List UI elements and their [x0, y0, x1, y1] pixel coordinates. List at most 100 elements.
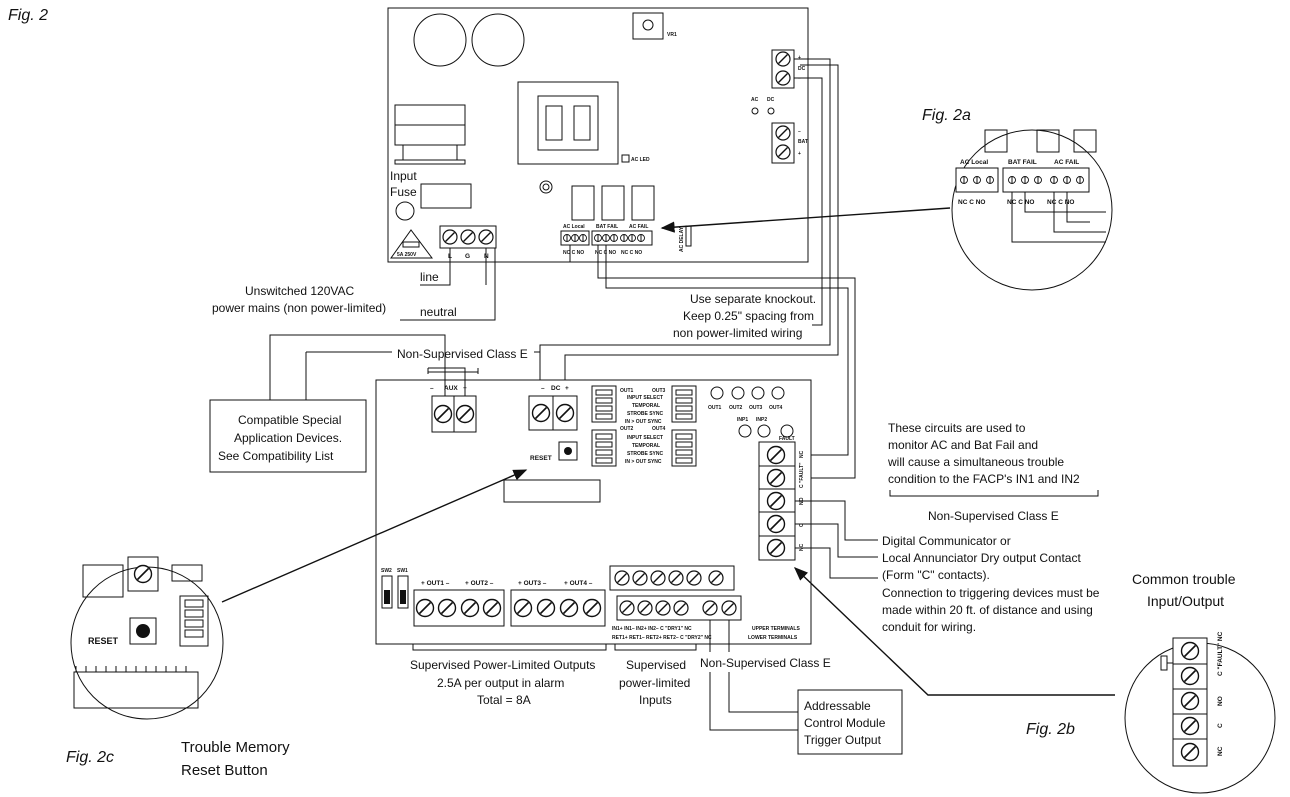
- neutral-label: neutral: [420, 305, 457, 319]
- digital-line5: made within 20 ft. of distance and using: [882, 603, 1093, 617]
- lower-terminals-label: LOWER TERMINALS: [748, 635, 798, 641]
- relay-pins-3: NC C NO: [621, 250, 642, 256]
- main-reset-label: RESET: [530, 455, 552, 462]
- fig2a-pins-3: NC C NO: [1047, 199, 1074, 206]
- dip-text-2c: STROBE SYNC: [627, 451, 664, 457]
- circuits-line3: will cause a simultaneous trouble: [887, 455, 1064, 469]
- lower-bot-row: RET1+ RET1– RET2+ RET2– C "DRY2" NC: [612, 635, 712, 641]
- dip-text-2d: IN > OUT SYNC: [625, 459, 662, 465]
- fault-term-c2: C: [799, 523, 805, 527]
- digital-line2: Local Annunciator Dry output Contact: [882, 551, 1081, 565]
- nonsup-top-label: Non-Supervised Class E: [397, 347, 528, 361]
- trouble-line2: Reset Button: [181, 762, 268, 779]
- inputs-line2: power-limited: [619, 676, 690, 690]
- knockout-line2: Keep 0.25" spacing from: [683, 309, 814, 323]
- upper-terminals-label: UPPER TERMINALS: [752, 626, 800, 632]
- dc-plus: +: [798, 55, 801, 61]
- compat-line3: See Compatibility List: [218, 449, 334, 463]
- ac-led-label: AC LED: [631, 157, 650, 163]
- led-out1: OUT1: [708, 405, 722, 411]
- dip-text-2b: TEMPORAL: [632, 443, 660, 449]
- nonsup-right-label: Non-Supervised Class E: [928, 509, 1059, 523]
- dip-text-1a: INPUT SELECT: [627, 395, 663, 401]
- main-dc-plus: +: [565, 385, 569, 392]
- digital-line3: (Form "C" contacts).: [882, 568, 990, 582]
- fig2a-bat-fail: BAT FAIL: [1008, 159, 1037, 166]
- relay-bat-fail: BAT FAIL: [596, 224, 618, 230]
- nonsup-bottom-label: Non-Supervised Class E: [700, 656, 831, 670]
- digital-line4: Connection to triggering devices must be: [882, 586, 1100, 600]
- outputs-line3: Total = 8A: [477, 693, 531, 707]
- common-line2: Input/Output: [1147, 593, 1224, 609]
- main-dc-label: DC: [551, 385, 561, 392]
- dip-text-1d: IN > OUT SYNC: [625, 419, 662, 425]
- common-line1: Common trouble: [1132, 571, 1236, 587]
- fig2c-reset-label: RESET: [88, 636, 119, 646]
- fig2a-pins-1: NC C NO: [958, 199, 985, 206]
- out2-group: + OUT2 –: [465, 580, 494, 587]
- line-label: line: [420, 270, 439, 284]
- dip-out4: OUT4: [652, 426, 666, 432]
- dc-terminal-label: DC: [798, 66, 806, 72]
- inputs-line1: Supervised: [626, 658, 686, 672]
- aux-minus: –: [430, 385, 434, 392]
- aux-label: AUX: [444, 385, 458, 392]
- addr-line1: Addressable: [804, 699, 871, 713]
- input-label: Input: [390, 169, 417, 183]
- circuits-line4: condition to the FACP's IN1 and IN2: [888, 472, 1080, 486]
- fig2a-pins-2: NC C NO: [1007, 199, 1034, 206]
- fig2-label: Fig. 2: [8, 7, 48, 24]
- mains-line2: power mains (non power-limited): [212, 301, 386, 315]
- outputs-line2: 2.5A per output in alarm: [437, 676, 564, 690]
- dc-led-text: DC: [767, 97, 775, 103]
- lower-top-row: IN1+ IN1– IN2+ IN2– C "DRY1" NC: [612, 626, 692, 632]
- fig2b-label: Fig. 2b: [1026, 721, 1075, 738]
- fig2b-term-2: NO: [1217, 696, 1224, 706]
- led-inp2: INP2: [756, 417, 767, 423]
- knockout-line3: non power-limited wiring: [673, 326, 802, 340]
- digital-line6: conduit for wiring.: [882, 620, 976, 634]
- relay-ac-fail: AC FAIL: [629, 224, 648, 230]
- fuse-rating: 5A 250V: [397, 252, 417, 258]
- led-out3: OUT3: [749, 405, 763, 411]
- ac-delay-label: AC DELAY: [679, 226, 685, 252]
- fig2b-term-4: NC: [1217, 746, 1224, 756]
- led-fault: FAULT: [779, 436, 795, 442]
- sw2-label: SW2: [381, 568, 392, 574]
- fig2a-zoom: AC Local BAT FAIL AC FAIL NC C NO NC C N…: [951, 129, 1113, 291]
- circuits-line2: monitor AC and Bat Fail and: [888, 438, 1038, 452]
- fig2c-label: Fig. 2c: [66, 749, 114, 766]
- mains-line1: Unswitched 120VAC: [245, 284, 355, 298]
- fault-term-nc1: NC: [799, 450, 805, 458]
- dip-out3: OUT3: [652, 388, 666, 394]
- compat-devices-box: [209, 399, 367, 473]
- led-out4: OUT4: [769, 405, 783, 411]
- fig2a-label: Fig. 2a: [922, 107, 971, 124]
- relay-pins-1: NC C NO: [563, 250, 584, 256]
- bat-terminal-label: BAT: [798, 139, 808, 145]
- fault-term-nc2: NC: [799, 543, 805, 551]
- top-power-board: VR1 AC LED AC DC + DC – – BAT +: [387, 7, 809, 263]
- out3-group: + OUT3 –: [518, 580, 547, 587]
- addr-line3: Trigger Output: [804, 733, 882, 747]
- dip-text-2a: INPUT SELECT: [627, 435, 663, 441]
- bat-minus: –: [798, 129, 801, 135]
- out4-group: + OUT4 –: [564, 580, 593, 587]
- dip-out2: OUT2: [620, 426, 634, 432]
- dip-out1: OUT1: [620, 388, 634, 394]
- main-control-board: – AUX + – DC + RESET OUT1 OUT3: [375, 379, 812, 645]
- outputs-line1: Supervised Power-Limited Outputs: [410, 658, 595, 672]
- addressable-module-box: [797, 689, 903, 755]
- inputs-line3: Inputs: [639, 693, 672, 707]
- fig2b-zoom: Common trouble Input/Output C "FAULT" NC…: [1124, 571, 1276, 794]
- relay-ac-local: AC Local: [563, 224, 585, 230]
- fig2c-zoom: RESET: [70, 556, 224, 720]
- dip-text-1c: STROBE SYNC: [627, 411, 664, 417]
- compat-line1: Compatible Special: [238, 413, 341, 427]
- addr-line2: Control Module: [804, 716, 886, 730]
- trouble-line1: Trouble Memory: [181, 739, 290, 756]
- fig2a-ac-local: AC Local: [960, 159, 988, 166]
- circuits-line1: These circuits are used to: [888, 421, 1026, 435]
- out1-group: + OUT1 –: [421, 580, 450, 587]
- main-dc-minus: –: [541, 385, 545, 392]
